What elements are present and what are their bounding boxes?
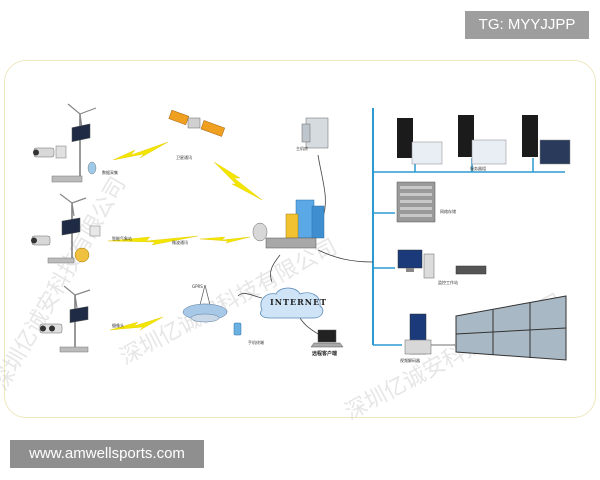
lightning-icon (107, 235, 199, 246)
label-relay: 微波通讯 (172, 239, 188, 245)
data-center-hub (252, 199, 325, 249)
solar-panel-icon (61, 217, 81, 236)
building-icon (295, 199, 315, 239)
label-servers: 服务器组 (470, 165, 486, 171)
tower-icon (182, 284, 228, 323)
label-server-room: 主机房 (296, 145, 308, 151)
decoder-icon (404, 313, 432, 355)
label-satellite: 卫星通讯 (176, 154, 192, 160)
label-gprs: GPRS (192, 284, 203, 289)
lightning-icon (199, 236, 251, 244)
network-bus (372, 108, 565, 346)
weather-sensor-icon (74, 247, 90, 263)
wind-turbine-icon (59, 193, 87, 217)
lightning-icon (109, 316, 164, 331)
camera-icon (31, 235, 51, 246)
server-tower-icon (522, 115, 571, 165)
solar-panel-icon (69, 306, 89, 323)
label-mobile: 手机终端 (248, 339, 264, 345)
label-decoder: 视频解码器 (400, 357, 420, 363)
antenna-dish-icon (252, 222, 268, 242)
solar-panel-icon (71, 123, 91, 142)
camera-icon (33, 147, 55, 158)
wind-turbine-icon (67, 103, 97, 129)
internet-cloud-icon (260, 287, 324, 319)
laptop-icon (310, 329, 344, 348)
server-tower-icon (397, 118, 443, 165)
diagram-frame (4, 60, 596, 418)
router-icon (265, 237, 317, 249)
label-station3: 摄像头 (112, 322, 124, 328)
label-station2: 智能气象站 (112, 235, 132, 241)
workstation-icon (397, 249, 487, 279)
mobile-phone-icon (233, 322, 242, 336)
satellite-icon (168, 109, 226, 137)
field-station-3 (39, 285, 91, 353)
label-remote-client: 远程客户端 (312, 350, 337, 357)
watermark-tag: TG: MYYJJPP (465, 11, 589, 39)
field-station-2 (31, 193, 101, 264)
video-wall-icon (455, 295, 567, 361)
lightning-bolts (107, 141, 263, 331)
antenna-dish-icon (87, 161, 97, 175)
server-room-icon (301, 117, 329, 149)
storage-rack-icon (396, 181, 436, 223)
label-monitor-pc: 监控工作站 (438, 279, 458, 285)
watermark-text-2: 深圳亿诚安科技有限公司 (0, 173, 131, 395)
server-tower-icon (458, 115, 507, 165)
label-internet: INTERNET (270, 297, 327, 307)
field-station-1 (33, 103, 97, 183)
building-icon (285, 213, 299, 239)
lightning-icon (112, 141, 169, 161)
wind-turbine-icon (63, 285, 91, 309)
footer-url: www.amwellsports.com (10, 440, 204, 468)
camera-icon (39, 323, 63, 334)
building-icon (311, 205, 325, 239)
label-station1: 数据采集 (102, 169, 118, 175)
label-storage: 网络存储 (440, 208, 456, 214)
lightning-icon (213, 161, 263, 201)
